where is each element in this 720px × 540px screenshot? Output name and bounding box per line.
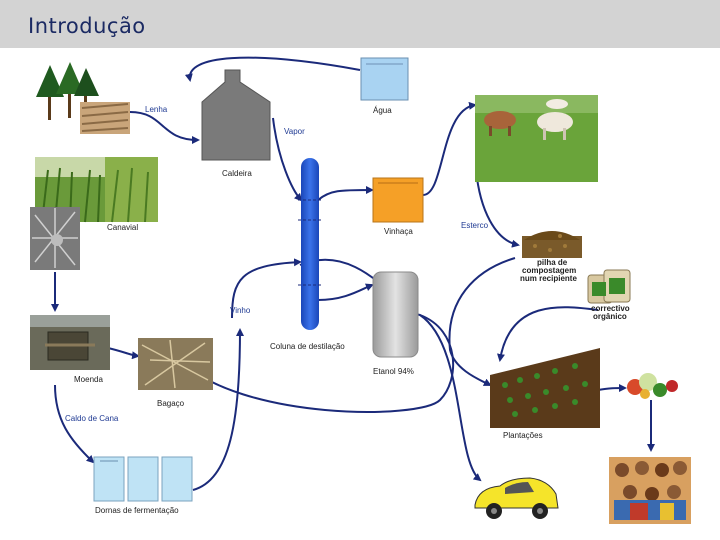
arrow-vinhaca-cattle xyxy=(422,101,477,196)
arrow-compost-plantacoes xyxy=(448,257,516,386)
bagasse-icon xyxy=(138,338,213,390)
arrow-corn-vegetables xyxy=(597,384,627,393)
label-pilha-3: num recipiente xyxy=(520,274,577,283)
firewood-icon xyxy=(80,102,130,134)
label-vinhaca: Vinhaça xyxy=(384,227,413,236)
header-bar: Introdução xyxy=(0,0,720,48)
label-etanol: Etanol 94% xyxy=(373,367,414,376)
arrow-coluna-vinhaca xyxy=(317,186,374,201)
arrow-vapor-coluna xyxy=(272,117,303,202)
label-vapor: Vapor xyxy=(284,127,305,136)
label-canavial: Canavial xyxy=(107,223,138,232)
arrow-vinho-coluna xyxy=(231,258,302,319)
page-title: Introdução xyxy=(28,14,146,38)
flow-arrows xyxy=(51,56,655,491)
dornas-tanks xyxy=(93,456,193,502)
vinhaca-tank xyxy=(372,177,424,223)
car-icon xyxy=(474,477,559,519)
label-bagaco: Bagaço xyxy=(157,399,185,408)
distillation-column xyxy=(298,158,322,330)
label-plantacoes: Plantações xyxy=(503,431,543,440)
trees-icon xyxy=(36,62,99,120)
label-caldo: Caldo de Cana xyxy=(65,414,119,423)
arrow-lenha-caldeira xyxy=(129,111,200,144)
arrow-moenda-bagaco xyxy=(107,347,140,360)
label-vinho: Vinho xyxy=(230,306,251,315)
arrow-coluna-etanol xyxy=(317,283,374,301)
fertilizer-bags-icon xyxy=(587,269,631,304)
arrow-etanol-car xyxy=(419,314,482,482)
label-esterco: Esterco xyxy=(461,221,489,230)
caldeira-boiler xyxy=(201,69,271,161)
label-coluna: Coluna de destilação xyxy=(270,342,345,351)
arrow-dornas-vinho xyxy=(192,328,244,491)
crops-icon xyxy=(490,348,600,428)
etanol-tank xyxy=(372,271,419,358)
vegetables-icon xyxy=(627,373,678,399)
sugar-mill-icon xyxy=(30,315,110,370)
label-pilha-1: pilha de xyxy=(537,258,568,267)
arrow-caldo-dornas xyxy=(54,384,95,464)
label-corretivo-1: correctivo xyxy=(591,304,630,313)
arrow-corretivo-plantacoes xyxy=(497,306,599,362)
people-icon xyxy=(609,457,691,524)
label-pilha-2: compostagem xyxy=(522,266,576,275)
label-moenda: Moenda xyxy=(74,375,103,384)
label-agua: Água xyxy=(373,106,392,115)
agua-tank xyxy=(360,57,409,101)
label-corretivo-2: orgânico xyxy=(593,312,627,321)
cattle-icon xyxy=(475,95,598,182)
arrow-agua-caldeira xyxy=(184,56,361,82)
sugarcane-closeup-icon xyxy=(30,207,80,270)
label-caldeira: Caldeira xyxy=(222,169,252,178)
compost-icon xyxy=(522,231,582,258)
label-lenha: Lenha xyxy=(145,105,168,114)
label-dornas: Dornas de fermentação xyxy=(95,506,179,515)
